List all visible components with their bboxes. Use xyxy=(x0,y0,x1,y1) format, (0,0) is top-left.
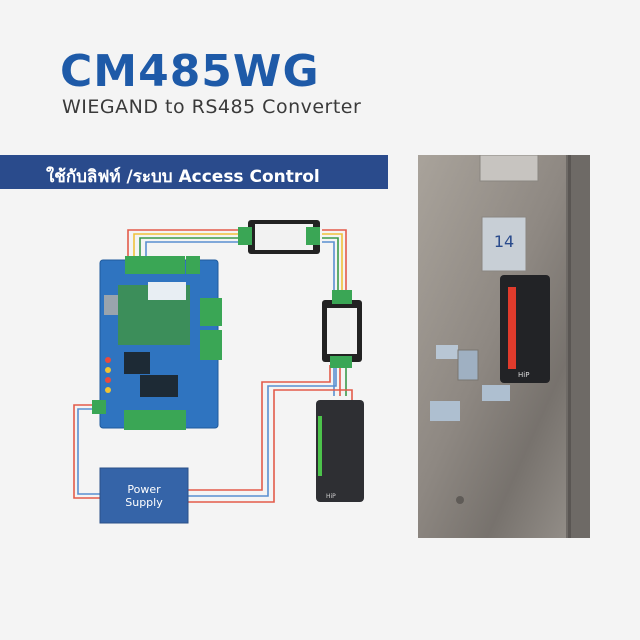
converter-module-top xyxy=(238,220,320,254)
product-subtitle: WIEGAND to RS485 Converter xyxy=(62,96,362,118)
wiring-diagram: HiP Power Supply xyxy=(73,220,364,524)
reader-logo-photo: HiP xyxy=(518,371,529,379)
usage-banner xyxy=(0,155,388,189)
power-supply-label-2: Supply xyxy=(125,496,163,509)
usage-banner-text: ใช้กับลิฟท์ /ระบบ Access Control xyxy=(46,167,320,187)
access-controller-board xyxy=(92,256,222,430)
elevator-panel-photo: 14 HiP xyxy=(418,155,590,538)
wires-top-to-lower-converter xyxy=(322,229,347,294)
power-supply: Power Supply xyxy=(99,467,189,524)
power-wires xyxy=(73,365,353,503)
reader-logo-diagram: HiP xyxy=(326,493,336,500)
converter-module-lower xyxy=(322,290,362,368)
product-title: CM485WG xyxy=(60,46,320,97)
wires-converter-to-reader xyxy=(333,365,347,396)
card-reader: HiP xyxy=(316,400,364,502)
power-supply-label-1: Power xyxy=(127,483,161,496)
floor-number-label: 14 xyxy=(494,232,514,251)
elevator-card-reader: HiP xyxy=(500,275,550,383)
